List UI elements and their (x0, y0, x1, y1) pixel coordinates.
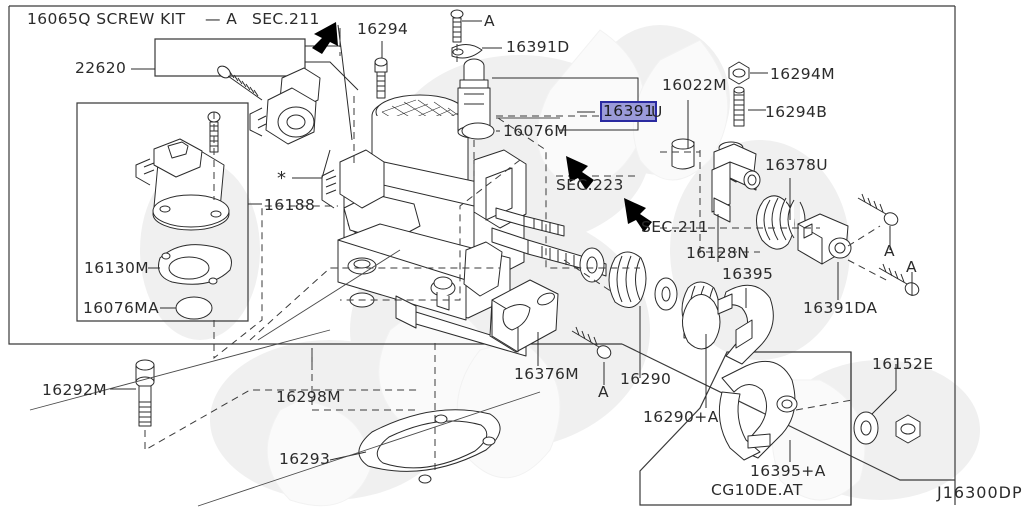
part-16152E-washer (853, 411, 879, 445)
screw-a-right-1 (857, 193, 899, 226)
label-16391-suffix-u: U (651, 103, 663, 121)
part-16395A-clip (718, 360, 798, 461)
part-16294-stud (374, 57, 388, 99)
part-16128N-lever (711, 141, 761, 223)
label-kit-dash-a: — A (205, 10, 238, 28)
label-corner-code: J16300DP (937, 483, 1023, 502)
label-22620: 22620 (75, 59, 127, 77)
part-16188-valve (135, 138, 230, 231)
label-16152E: 16152E (872, 355, 934, 373)
label-a-bottom: A (598, 383, 610, 401)
label-16290A: 16290+A (643, 408, 719, 426)
part-16152E-nut (895, 414, 921, 444)
label-16395A: 16395+A (750, 462, 826, 480)
part-16395-spring (682, 294, 721, 350)
label-a-top: A (484, 12, 496, 30)
label-16376M: 16376M (514, 365, 580, 383)
part-throttle-body-main (321, 94, 607, 357)
part-16076M-oring (461, 122, 495, 140)
part-washer-2 (654, 277, 678, 311)
label-16293: 16293 (279, 450, 331, 468)
label-16292M: 16292M (42, 381, 108, 399)
label-16022M: 16022M (662, 76, 728, 94)
label-16076M: 16076M (503, 122, 569, 140)
part-22620-sensor (249, 67, 321, 145)
label-16065Q-kit: 16065Q SCREW KIT (27, 10, 186, 28)
part-16293-gasket (358, 409, 501, 484)
label-16395: 16395 (722, 265, 774, 283)
label-16128N: 16128N (686, 244, 750, 262)
label-asterisk: * (277, 168, 287, 189)
screw-a-bottom (571, 326, 612, 359)
label-16188: 16188 (264, 196, 316, 214)
label-16130M: 16130M (84, 259, 150, 277)
label-kit-sec211: SEC.211 (252, 10, 320, 28)
label-a-right-2: A (906, 258, 918, 276)
label-sec-223: SEC.223 (556, 176, 624, 194)
part-16294M-nut (728, 61, 750, 85)
screw-22620 (217, 65, 263, 101)
part-16292M-bolt (135, 359, 155, 427)
label-16391D: 16391D (506, 38, 570, 56)
part-16391D-clip (451, 44, 483, 59)
label-16294M: 16294M (770, 65, 836, 83)
screw-16188 (207, 111, 221, 153)
label-16391DA: 16391DA (803, 299, 878, 317)
label-16290: 16290 (620, 370, 672, 388)
part-16391DA-bracket (797, 213, 852, 265)
part-16130M-gasket (158, 244, 232, 285)
part-washer-1 (579, 247, 605, 283)
part-16294B-stud (733, 86, 745, 127)
label-16298M: 16298M (276, 388, 342, 406)
label-16378U: 16378U (765, 156, 829, 174)
label-variant-note: CG10DE.AT (711, 481, 803, 499)
label-16076MA: 16076MA (83, 299, 160, 317)
part-16376M-bracket (489, 279, 559, 353)
label-16294B: 16294B (765, 103, 828, 121)
part-16395-clip (717, 284, 774, 365)
section-arrows (312, 22, 652, 232)
part-16290-spring-1 (608, 251, 647, 308)
screw-a-top (450, 9, 464, 43)
label-a-right-1: A (884, 242, 896, 260)
label-sec-211-mid: SEC.211 (641, 218, 709, 236)
label-16294: 16294 (357, 20, 409, 38)
label-16391-highlighted[interactable]: 16391 (600, 101, 658, 122)
